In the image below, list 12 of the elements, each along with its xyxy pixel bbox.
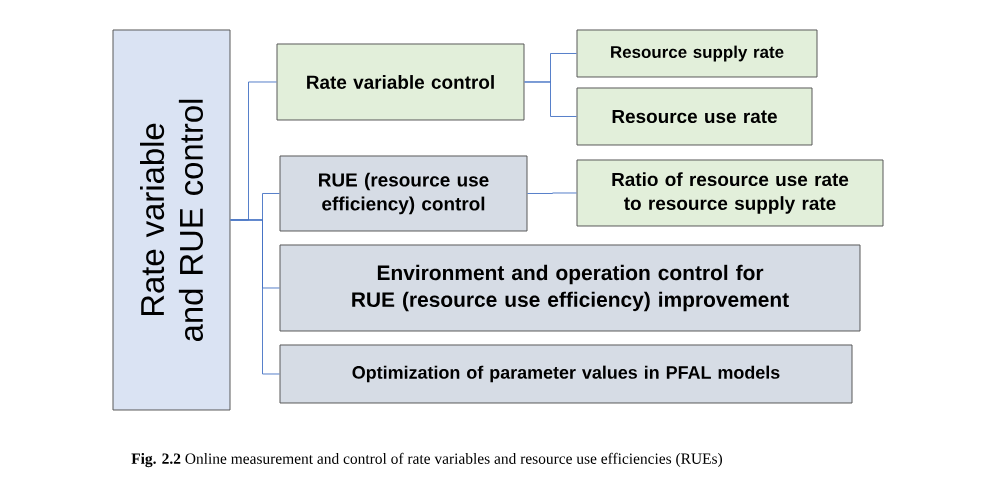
figure-caption: Fig. 2.2 Online measurement and control of rate variables and resource use efficiencies (RUEs) (131, 452, 722, 468)
item-box: Ratio of resource use rate to resource supply rate (576, 159, 884, 227)
connector-line (527, 192, 577, 194)
category-box: Rate variable control (276, 43, 525, 121)
item-box: Resource supply rate (576, 29, 818, 78)
category-box: Environment and operation control for RUE (resource use efficiency) improvement (279, 244, 861, 332)
category-box: RUE (resource use efficiency) control (279, 155, 528, 232)
item-box: Resource use rate (576, 87, 813, 146)
connector-line (524, 81, 577, 117)
root-box: Rate variable and RUE control (112, 29, 231, 411)
connector-line (230, 219, 280, 375)
category-box: Optimization of parameter values in PFAL models (279, 344, 853, 404)
